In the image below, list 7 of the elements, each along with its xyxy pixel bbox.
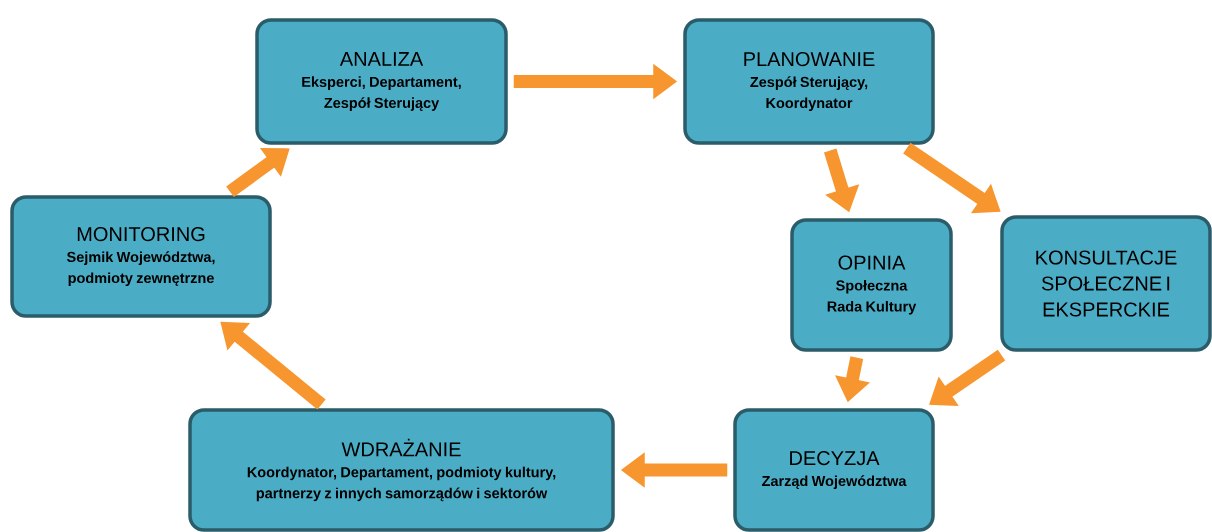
process-box: OPINIA Społeczna Rada Kultury <box>790 218 953 352</box>
process-box: WDRAŻANIE Koordynator, Departament, podmioty kultury, partnerzy z innych samorządów i sektorów <box>188 408 615 532</box>
process-box: PLANOWANIE Zespół Sterujący, Koordynator <box>683 18 935 145</box>
process-box: MONITORING Sejmik Województwa, podmioty zewnętrzne <box>10 195 272 318</box>
process-box: ANALIZA Eksperci, Departament, Zespół Sterujący <box>255 18 508 145</box>
process-box: DECYZJA Zarząd Województwa <box>733 408 935 532</box>
process-box: KONSULTACJE SPOŁECZNE I EKSPERCKIE <box>1000 215 1212 352</box>
